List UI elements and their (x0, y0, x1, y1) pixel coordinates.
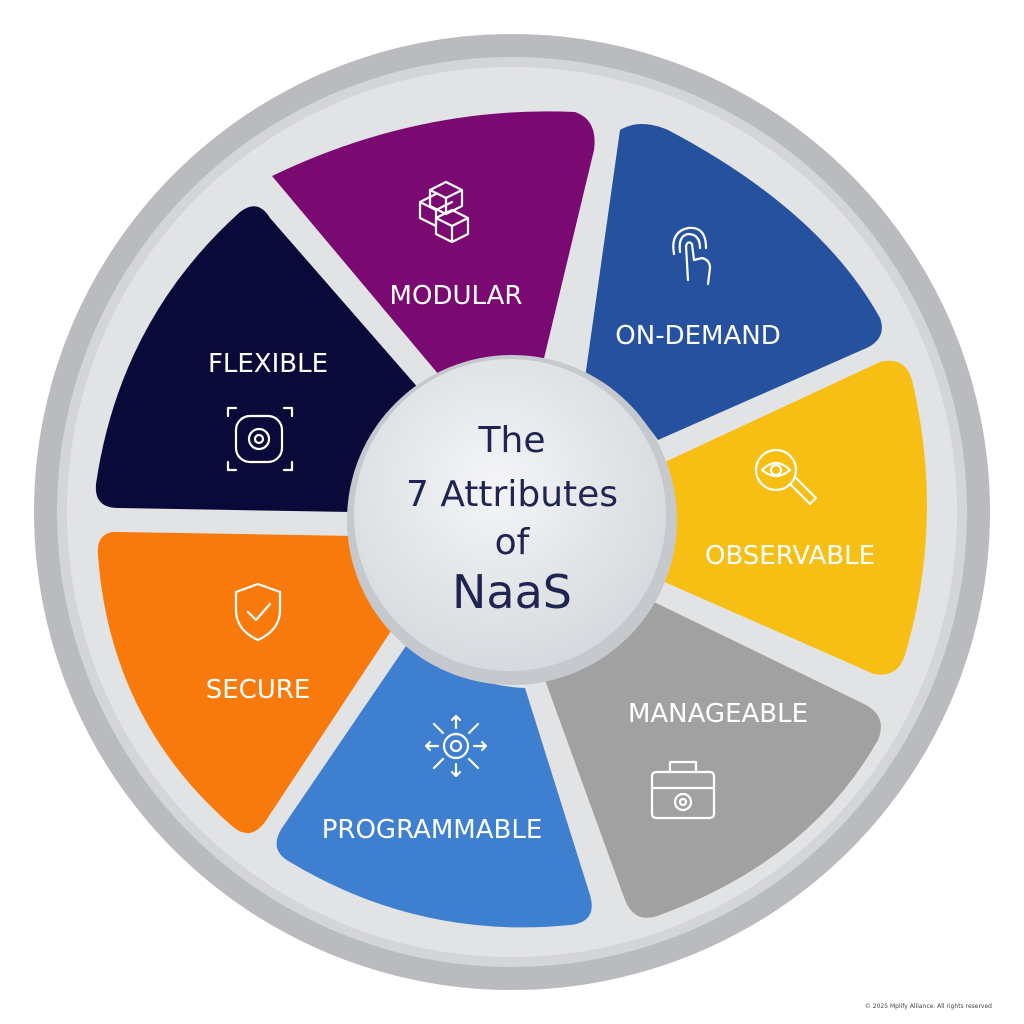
cubes-icon (418, 180, 470, 244)
segment-programmable (276, 640, 592, 928)
label-flexible: FLEXIBLE (208, 349, 328, 379)
hub-title-line1: The (478, 420, 546, 461)
hub-title-line4: NaaS (452, 565, 572, 619)
label-observable: OBSERVABLE (705, 541, 875, 571)
gear-expand-icon (226, 406, 294, 472)
segment-modular (272, 111, 595, 388)
magnifier-eye-icon (754, 448, 818, 506)
touch-fingerprint-icon (672, 226, 712, 286)
hub-circle (354, 359, 666, 671)
label-programmable: PROGRAMMABLE (322, 815, 543, 845)
label-secure: SECURE (206, 675, 311, 705)
label-on-demand: ON-DEMAND (615, 321, 780, 351)
segment-observable (660, 360, 927, 675)
label-manageable: MANAGEABLE (628, 699, 808, 729)
toolbox-gear-icon (650, 760, 716, 820)
segment-manageable (545, 600, 881, 918)
gear-arrows-icon (424, 714, 488, 778)
copyright-notice: © 2025 Mplify Alliance. All rights reser… (864, 1003, 992, 1010)
shield-check-icon (234, 582, 282, 642)
segment-flexible (95, 206, 420, 512)
hub-title-line2: 7 Attributes (406, 474, 618, 515)
segment-on-demand (585, 124, 882, 440)
label-modular: MODULAR (390, 281, 523, 311)
hub-title-line3: of (495, 522, 531, 563)
segment-secure (97, 531, 395, 834)
